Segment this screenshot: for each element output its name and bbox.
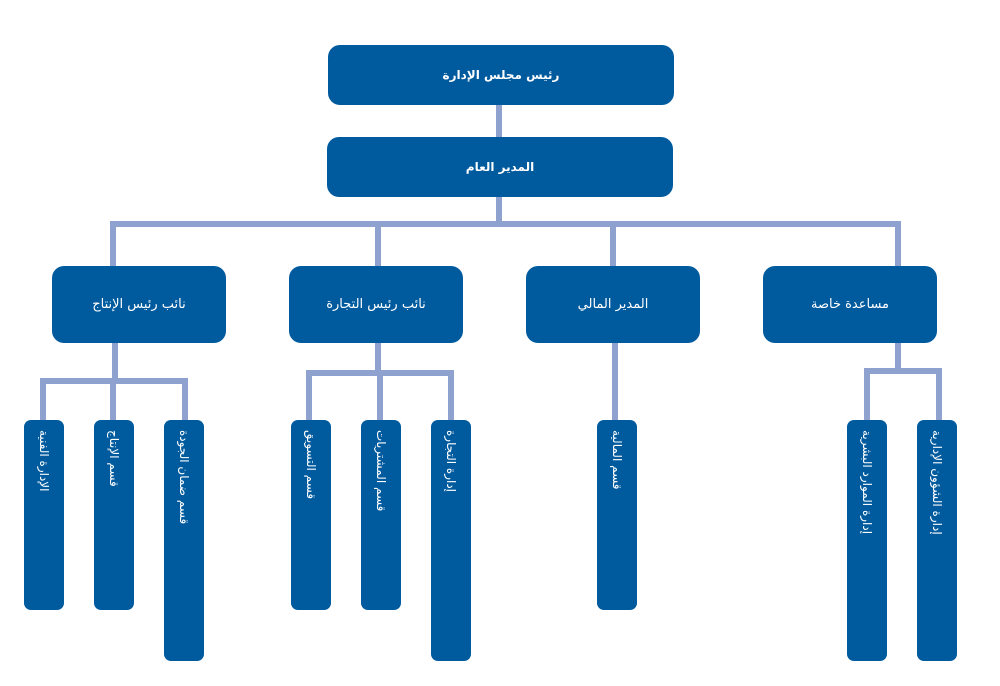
financial-manager-box: المدير المالي [526,266,700,343]
connector [864,368,870,420]
connector [110,221,901,227]
finance-dept-label: قسم المالية [610,430,624,490]
connector [610,221,616,266]
connector [110,221,116,266]
deputy-production-label: نائب رئيس الإنتاج [92,297,186,312]
connector [448,370,454,420]
deputy-commerce-label: نائب رئيس التجارة [326,297,426,312]
connector [306,370,312,420]
connector [612,342,618,420]
chairman-box: رئيس مجلس الإدارة [328,45,674,105]
connector [895,342,901,372]
connector [377,370,383,420]
connector [496,105,502,137]
connector [112,342,118,382]
deputy-production-box: نائب رئيس الإنتاج [52,266,226,343]
human-resources-label: إدارة الموارد البشرية [860,430,874,535]
connector [895,221,901,266]
chairman-label: رئيس مجلس الإدارة [442,68,560,82]
marketing-dept-label: قسم التسويق [304,430,318,500]
connector [936,368,942,420]
technical-dept-box: الإدارة الفنية [24,420,64,610]
financial-manager-label: المدير المالي [577,297,649,312]
quality-dept-label: قسم ضمان الجودة [177,430,191,525]
deputy-commerce-box: نائب رئيس التجارة [289,266,463,343]
purchasing-dept-label: قسم المشتريات [374,430,388,512]
purchasing-dept-box: قسم المشتريات [361,420,401,610]
special-assistant-box: مساعدة خاصة [763,266,937,343]
connector [496,197,502,224]
general-manager-box: المدير العام [327,137,673,197]
connector [182,378,188,420]
connector [375,342,381,374]
general-manager-label: المدير العام [465,160,535,174]
connector [375,221,381,266]
human-resources-box: إدارة الموارد البشرية [847,420,887,661]
admin-affairs-label: إدارة الشؤون الإدارية [930,430,944,535]
admin-affairs-box: إدارة الشؤون الإدارية [917,420,957,661]
connector [864,368,942,374]
connector [110,378,116,420]
production-dept-label: قسم الإنتاج [107,430,121,487]
production-dept-box: قسم الإنتاج [94,420,134,610]
finance-dept-box: قسم المالية [597,420,637,610]
marketing-dept-box: قسم التسويق [291,420,331,610]
special-assistant-label: مساعدة خاصة [810,297,890,312]
connector [40,378,46,420]
quality-dept-box: قسم ضمان الجودة [164,420,204,661]
trade-admin-label: إدارة التجارة [444,430,458,493]
technical-dept-label: الإدارة الفنية [37,430,51,492]
trade-admin-box: إدارة التجارة [431,420,471,661]
